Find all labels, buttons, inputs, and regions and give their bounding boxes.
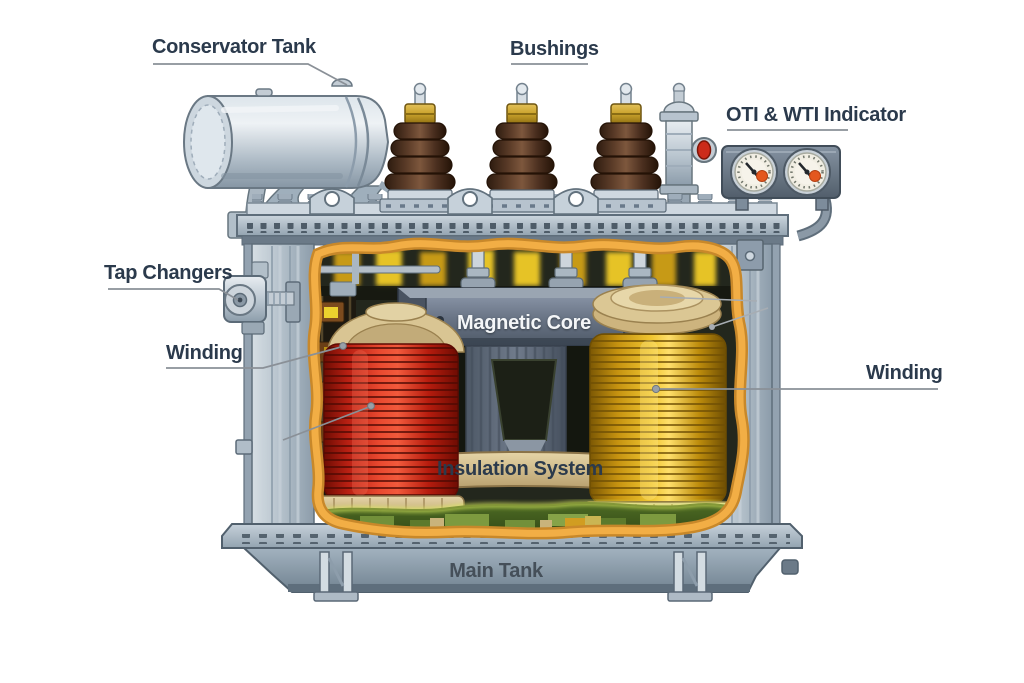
bushing-2 bbox=[480, 81, 564, 214]
bushing-3 bbox=[584, 81, 668, 214]
leader-dot-3 bbox=[651, 384, 661, 394]
label-bushings: Bushings bbox=[510, 38, 599, 60]
leader-conservator-tank bbox=[153, 63, 348, 86]
label-magnetic-core: Magnetic Core bbox=[457, 312, 591, 334]
tap-changer-external bbox=[223, 261, 301, 335]
label-winding-right: Winding bbox=[866, 362, 943, 384]
oti-gauge bbox=[729, 147, 779, 197]
lifting-lug-1 bbox=[309, 188, 355, 215]
tank-wall-left bbox=[235, 243, 315, 529]
lifting-lug-2 bbox=[447, 188, 493, 215]
label-oti-wti-indicator: OTI & WTI Indicator bbox=[726, 104, 906, 126]
leader-tap-changers bbox=[108, 288, 239, 301]
leader-winding-left-1 bbox=[166, 346, 342, 369]
leader-dot-1 bbox=[339, 342, 347, 350]
bushing-1 bbox=[378, 81, 462, 214]
tie-wires bbox=[659, 296, 769, 330]
leader-dot-2 bbox=[367, 402, 375, 410]
label-insulation-system: Insulation System bbox=[436, 458, 604, 480]
label-winding-left: Winding bbox=[166, 342, 243, 364]
winding-red bbox=[317, 302, 465, 521]
winding-yellow bbox=[583, 284, 733, 527]
label-tap-changers: Tap Changers bbox=[104, 262, 233, 284]
leader-winding-left-2 bbox=[282, 406, 370, 441]
oil-bottom bbox=[313, 501, 741, 534]
oti-wti-gauge-panel bbox=[721, 145, 841, 242]
wti-gauge bbox=[782, 147, 832, 197]
label-conservator-tank: Conservator Tank bbox=[152, 36, 316, 58]
cutaway-interior bbox=[310, 240, 746, 545]
conservator-tank bbox=[183, 78, 390, 189]
label-main-tank: Main Tank bbox=[449, 560, 543, 582]
lifting-lug-3 bbox=[553, 188, 599, 215]
